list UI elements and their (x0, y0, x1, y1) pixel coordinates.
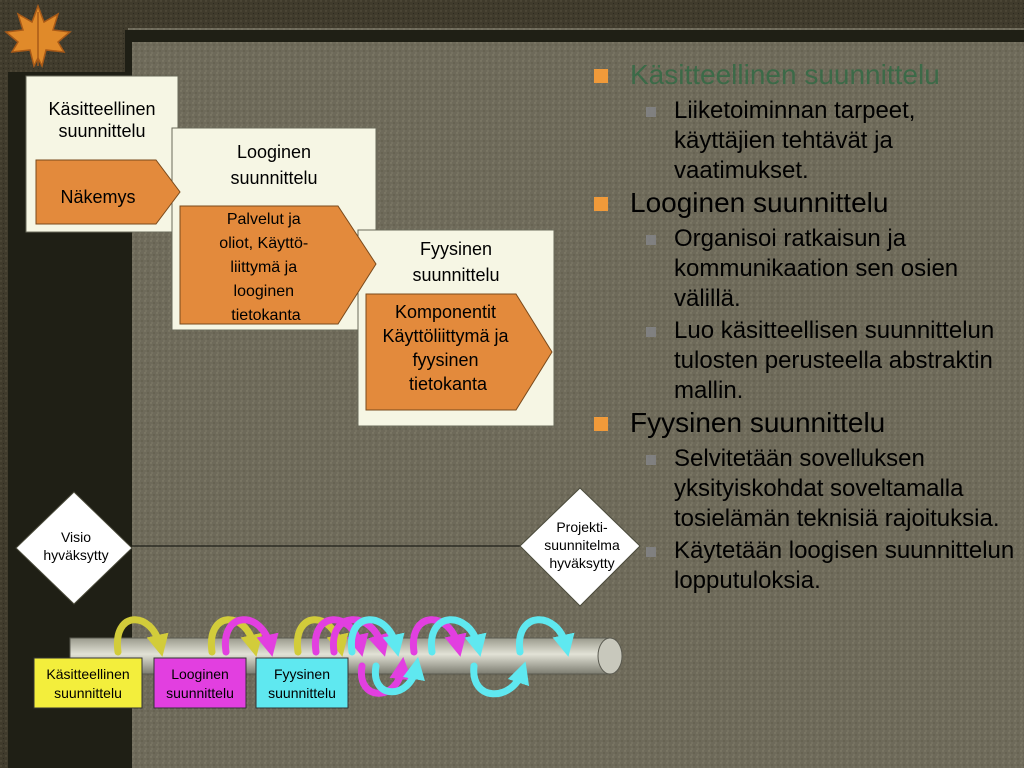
bullet-list: Käsitteellinen suunnittelu Liiketoiminna… (590, 60, 1020, 598)
spiral-arrow-3 (221, 616, 279, 657)
iteration-spirals (113, 616, 575, 698)
spiral-arrow-11 (427, 616, 487, 657)
milestone-diamond-vision (15, 491, 133, 605)
maple-leaf-icon (4, 3, 72, 69)
stair-arrow-label-logical: Palvelut ja oliot, Käyttö- liittymä ja l… (219, 211, 312, 324)
spiral-arrow-1 (113, 616, 169, 657)
top-band (0, 0, 1024, 28)
sub-bullet-square-icon (646, 235, 656, 245)
sub-bullet-square-icon (646, 327, 656, 337)
sub-bullet-text: Käytetään loogisen suunnittelun lopputul… (674, 537, 1015, 594)
spiral-arrow-8 (357, 656, 412, 697)
stair-arrow-label-physical: Komponentit Käyttöliittymä ja fyysinen t… (382, 302, 513, 394)
sub-bullet-text: Organisoi ratkaisun ja kommunikaation se… (674, 225, 959, 312)
stair-arrow-logical (179, 205, 377, 325)
sub-bullet-square-icon (646, 107, 656, 117)
spiral-arrow-7 (347, 616, 405, 657)
stair-arrow-conceptual (35, 159, 181, 225)
bullet-physical: Fyysinen suunnittelu (590, 408, 1020, 438)
bullet-square-icon (594, 69, 608, 83)
spiral-arrow-2 (207, 616, 263, 657)
spiral-arrow-5 (311, 616, 369, 657)
bullet-title: Fyysinen suunnittelu (630, 407, 886, 438)
spiral-arrow-9 (371, 656, 425, 696)
dark-divider (125, 30, 132, 768)
sub-bullet-text: Liiketoiminnan tarpeet, käyttäjien tehtä… (674, 97, 916, 184)
bullet-title: Käsitteellinen suunnittelu (630, 59, 940, 90)
bullet-conceptual: Käsitteellinen suunnittelu (590, 60, 1020, 90)
spiral-arrow-10 (409, 616, 467, 657)
spiral-arrow-6 (329, 616, 390, 657)
sub-bullet-square-icon (646, 455, 656, 465)
sub-bullet-text: Luo käsitteellisen suunnittelun tulosten… (674, 317, 995, 404)
phase-label-conceptual (33, 657, 143, 709)
milestone-diamond-project (519, 487, 641, 607)
stair-arrow-label-conceptual: Näkemys (60, 187, 135, 207)
sub-bullet: Selvitetään sovelluksen yksityiskohdat s… (590, 444, 1020, 534)
sub-bullet: Liiketoiminnan tarpeet, käyttäjien tehtä… (590, 96, 1020, 186)
dark-top-panel (125, 30, 1024, 42)
timeline-pipe-end (597, 637, 623, 675)
bullet-square-icon (594, 417, 608, 431)
phase-label-physical (255, 657, 349, 709)
sub-bullet-text: Selvitetään sovelluksen yksityiskohdat s… (674, 445, 1000, 532)
bullet-square-icon (594, 197, 608, 211)
sub-bullet: Organisoi ratkaisun ja kommunikaation se… (590, 224, 1020, 314)
phase-label-logical (153, 657, 247, 709)
bullet-title: Looginen suunnittelu (630, 187, 889, 218)
sub-bullet: Luo käsitteellisen suunnittelun tulosten… (590, 316, 1020, 406)
spiral-arrow-13 (515, 616, 575, 657)
bullet-logical: Looginen suunnittelu (590, 188, 1020, 218)
sub-bullet: Käytetään loogisen suunnittelun lopputul… (590, 536, 1020, 596)
stair-arrow-physical (365, 293, 553, 411)
spiral-arrow-12 (470, 661, 530, 698)
sub-bullet-square-icon (646, 547, 656, 557)
